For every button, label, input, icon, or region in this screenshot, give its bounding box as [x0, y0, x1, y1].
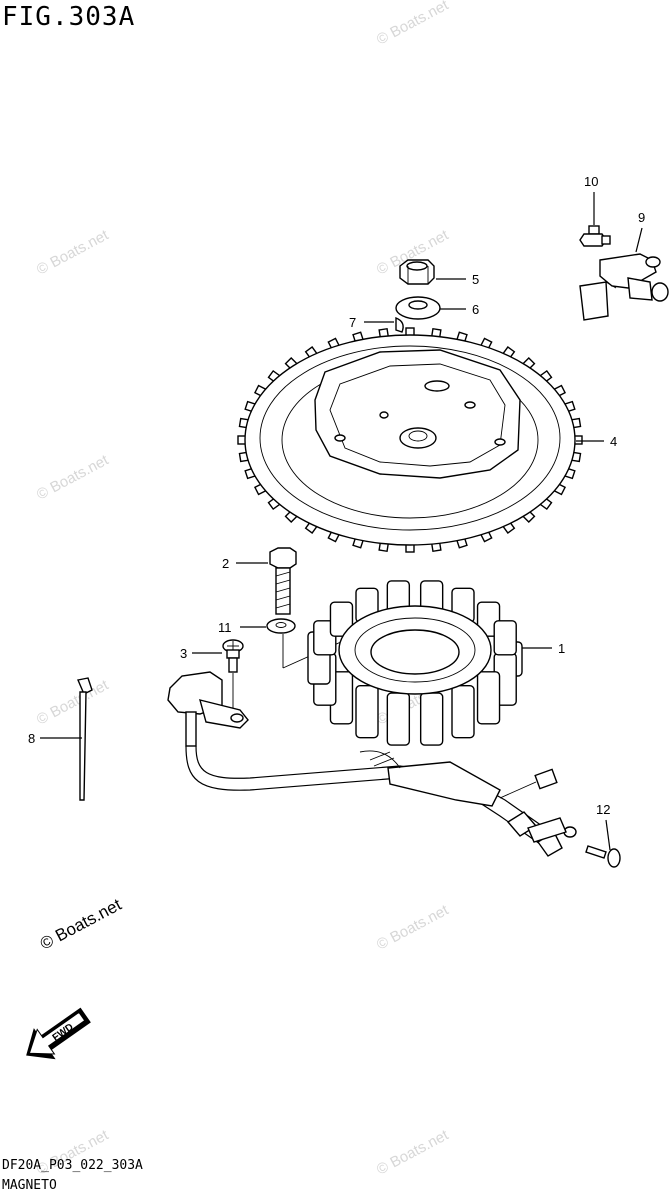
watermark: © Boats.net	[34, 676, 112, 728]
callout-labels: 1 2 3 4 5 6 7 8 9 10 11 12	[28, 174, 645, 817]
part-6-washer	[395, 296, 441, 320]
wire-harness	[185, 745, 577, 857]
part-4-flywheel	[237, 327, 583, 553]
watermark: © Boats.net	[374, 1126, 452, 1178]
callout-10: 10	[584, 174, 598, 189]
callout-8: 8	[28, 731, 35, 746]
part-11-washer	[266, 618, 296, 634]
part-7-key	[395, 316, 404, 333]
callout-3: 3	[180, 646, 187, 661]
watermark: © Boats.net	[374, 901, 452, 953]
watermark: © Boats.net	[34, 226, 112, 278]
part-3-screw	[222, 639, 244, 673]
leader-9	[635, 227, 643, 253]
callout-12: 12	[596, 802, 610, 817]
callout-9: 9	[638, 210, 645, 225]
forward-arrow-icon: FWD	[26, 1007, 91, 1060]
part-9-sensor	[579, 253, 669, 321]
callout-4: 4	[610, 434, 617, 449]
part-1-stator	[307, 580, 523, 746]
part-12-pin	[585, 845, 621, 868]
watermark: © Boats.net	[34, 451, 112, 503]
callout-1: 1	[558, 641, 565, 656]
pickup-coil	[167, 671, 249, 747]
callout-11: 11	[218, 620, 232, 635]
part-8-cable-tie	[77, 677, 93, 801]
callout-7: 7	[349, 315, 356, 330]
section-name: MAGNETO	[2, 1178, 57, 1193]
callout-2: 2	[222, 556, 229, 571]
part-5-nut	[399, 259, 435, 285]
copyright-notice: © Boats.net	[37, 895, 125, 954]
watermark: © Boats.net	[374, 0, 452, 49]
figure-title: FIG.303A	[2, 2, 136, 32]
callout-6: 6	[472, 302, 479, 317]
part-10-bolt	[579, 225, 611, 247]
drawing-code: DF20A_P03_022_303A	[2, 1158, 143, 1173]
part-2-bolt	[269, 547, 297, 615]
callout-5: 5	[472, 272, 479, 287]
leader-12	[605, 819, 611, 851]
